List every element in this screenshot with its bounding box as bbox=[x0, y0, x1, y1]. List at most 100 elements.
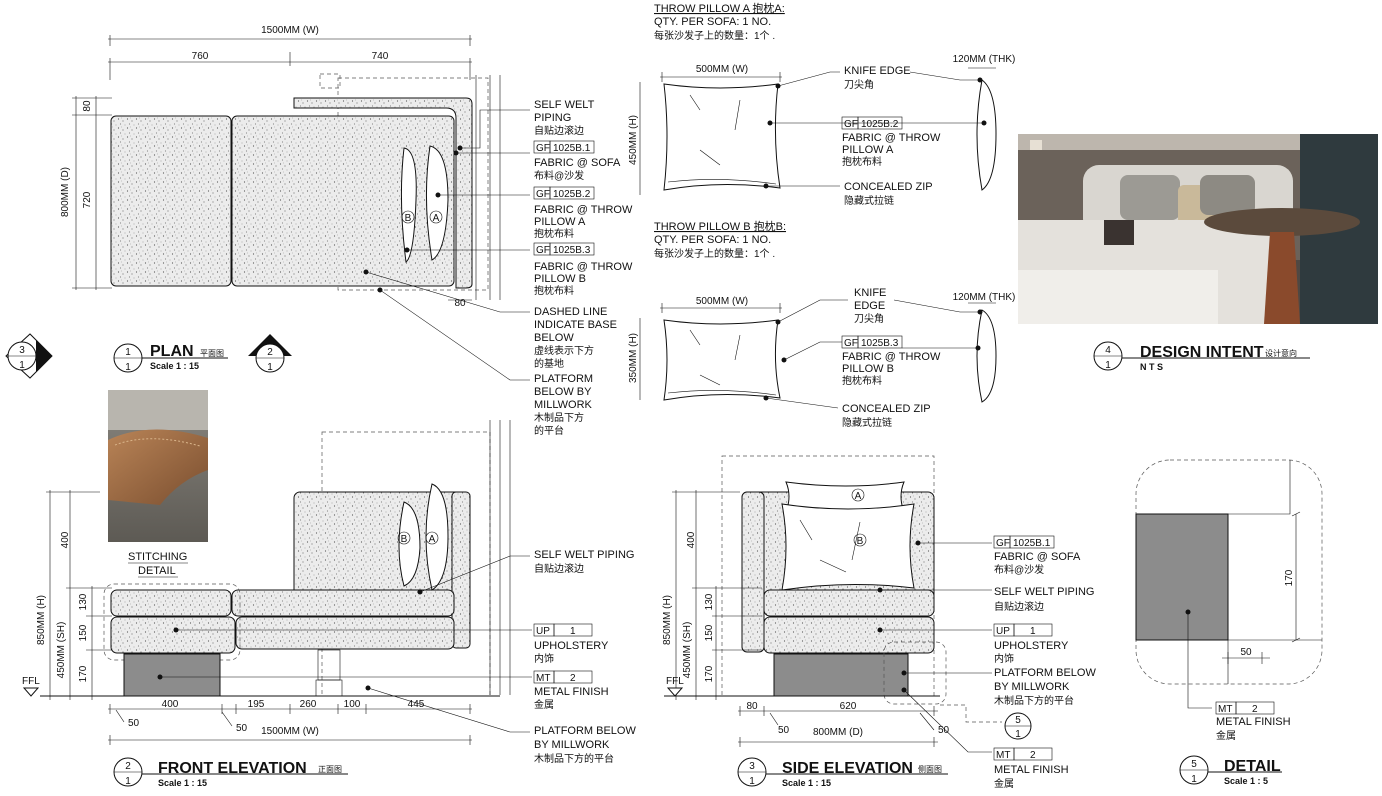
side-dim-400: 400 bbox=[686, 531, 697, 548]
pillow-a-fab-2: PILLOW A bbox=[842, 144, 894, 156]
front-up-tag: UP bbox=[536, 626, 550, 637]
pillow-a-detail: THROW PILLOW A 抱枕A: QTY. PER SOFA: 1 NO.… bbox=[628, 1, 1015, 207]
side-callout-top: 5 bbox=[1015, 715, 1021, 726]
side-dim-150: 150 bbox=[704, 624, 715, 641]
pillow-b-knife-2: EDGE bbox=[854, 300, 885, 312]
pillow-a-height: 450MM (H) bbox=[628, 115, 639, 165]
plan-fab-b-cn: 抱枕布料 bbox=[534, 284, 574, 297]
stitching-line2: DETAIL bbox=[138, 565, 176, 577]
side-pillow-a: A bbox=[855, 491, 862, 502]
side-bubble-top: 3 bbox=[749, 761, 755, 772]
side-dim-50b: 50 bbox=[938, 725, 950, 736]
side-dim-170: 170 bbox=[704, 665, 715, 682]
side-up: UPHOLSTERY bbox=[994, 640, 1069, 652]
pillow-a-knife-cn: 刀尖角 bbox=[844, 78, 874, 91]
plan-fab-a-tag: GF bbox=[536, 189, 550, 200]
side-plat-2: BY MILLWORK bbox=[994, 681, 1070, 693]
front-dim-150: 150 bbox=[78, 624, 89, 641]
plan-dim-seat: 720 bbox=[82, 191, 93, 208]
pillow-b-heading: THROW PILLOW B 抱枕B: bbox=[654, 219, 786, 233]
front-up: UPHOLSTERY bbox=[534, 640, 609, 652]
side-up-tag: UP bbox=[996, 626, 1010, 637]
plan-plat-cn2: 的平台 bbox=[534, 424, 564, 437]
pillow-b-thk: 120MM (THK) bbox=[953, 292, 1016, 303]
stitching-line1: STITCHING bbox=[128, 551, 187, 563]
pillow-a-zip-cn: 隐藏式拉链 bbox=[844, 194, 894, 207]
plan-title-block: 1 1 PLAN 平面图 Scale 1 : 15 bbox=[113, 343, 228, 373]
front-dim-bottom-2: 260 bbox=[300, 699, 317, 710]
side-title-block: 3 1 SIDE ELEVATION 侧面图 Scale 1 : 15 bbox=[737, 757, 948, 788]
front-mt: METAL FINISH bbox=[534, 686, 609, 698]
marker-left-top: 3 bbox=[19, 345, 25, 356]
plan-fab-a-cn: 抱枕布料 bbox=[534, 227, 574, 240]
pillow-b-fab-tag: GF bbox=[844, 338, 858, 349]
side-fab-tag: GF bbox=[996, 538, 1010, 549]
side-mt-tag: MT bbox=[996, 750, 1010, 761]
plan-dim-depth: 800MM (D) bbox=[60, 167, 71, 217]
plan-plat-3: MILLWORK bbox=[534, 399, 593, 411]
plan-fab-b-2: PILLOW B bbox=[534, 273, 586, 285]
front-pillow-b: B bbox=[401, 534, 408, 545]
plan-fab-a-1: FABRIC @ THROW bbox=[534, 204, 633, 216]
design-intent-bubble-bottom: 1 bbox=[1105, 360, 1111, 371]
pillow-a-fab-code: 1025B.2 bbox=[861, 119, 899, 130]
pillow-b-knife-1: KNIFE bbox=[854, 287, 886, 299]
plan-dashed-1: DASHED LINE bbox=[534, 306, 607, 318]
plan-dim-overall: 1500MM (W) bbox=[261, 25, 319, 36]
plan-bubble-bottom: 1 bbox=[125, 362, 131, 373]
front-mt-num: 2 bbox=[570, 673, 576, 684]
plan-dim-right: 740 bbox=[372, 51, 389, 62]
front-dim-450: 450MM (SH) bbox=[56, 622, 67, 679]
plan-section-marker-top: 2 1 bbox=[248, 334, 292, 373]
front-welt-cn: 自贴边滚边 bbox=[534, 562, 584, 575]
front-title: FRONT ELEVATION bbox=[158, 760, 307, 777]
pillow-b-qty: QTY. PER SOFA: 1 NO. bbox=[654, 234, 771, 246]
front-dim-bottom-4: 445 bbox=[408, 699, 425, 710]
pillow-b-detail: THROW PILLOW B 抱枕B: QTY. PER SOFA: 1 NO.… bbox=[628, 219, 1015, 429]
detail-title: DETAIL bbox=[1224, 758, 1281, 775]
plan-view: 1500MM (W) 760 740 800MM (D) 80 720 B A … bbox=[5, 25, 633, 437]
front-dim-50b: 50 bbox=[236, 723, 248, 734]
side-dim-450: 450MM (SH) bbox=[682, 622, 693, 679]
front-pillow-a: A bbox=[429, 534, 436, 545]
side-fab-cn: 布料@沙发 bbox=[994, 563, 1044, 576]
side-plat-1: PLATFORM BELOW bbox=[994, 667, 1096, 679]
plan-dashed-3: BELOW bbox=[534, 332, 574, 344]
plan-dashed-cn1: 虚线表示下方 bbox=[534, 344, 594, 357]
plan-dim-left: 760 bbox=[192, 51, 209, 62]
pillow-a-qty-cn: 每张沙发子上的数量：1个 . bbox=[654, 29, 775, 42]
plan-fab-b-tag: GF bbox=[536, 245, 550, 256]
plan-dim-gap: 80 bbox=[454, 298, 466, 309]
plan-welt-2: PIPING bbox=[534, 112, 571, 124]
pillow-a-width: 500MM (W) bbox=[696, 64, 748, 75]
plan-dashed-cn2: 的基地 bbox=[534, 357, 564, 370]
pillow-b-fab-2: PILLOW B bbox=[842, 363, 894, 375]
side-dim-620: 620 bbox=[840, 701, 857, 712]
front-elevation: B A 850MM (H) 450MM (SH) 400 130 150 170… bbox=[22, 420, 636, 788]
side-dim-850: 850MM (H) bbox=[662, 595, 673, 645]
detail-bubble-top: 5 bbox=[1191, 759, 1197, 770]
front-title-block: 2 1 FRONT ELEVATION 正面图 Scale 1 : 15 bbox=[113, 757, 348, 788]
side-leaders bbox=[877, 540, 1002, 753]
side-up-cn: 内饰 bbox=[994, 652, 1014, 665]
plan-welt-1: SELF WELT bbox=[534, 99, 595, 111]
plan-section-marker-left: 3 1 bbox=[5, 333, 53, 379]
plan-plat-1: PLATFORM bbox=[534, 373, 593, 385]
pillow-b-zip-cn: 隐藏式拉链 bbox=[842, 416, 892, 429]
side-dim-depth: 800MM (D) bbox=[813, 727, 863, 738]
pillow-a-knife: KNIFE EDGE bbox=[844, 65, 911, 77]
plan-leaders bbox=[363, 109, 530, 381]
plan-dim-back: 80 bbox=[82, 100, 93, 112]
pillow-a-zip: CONCEALED ZIP bbox=[844, 181, 933, 193]
front-dim-overall: 1500MM (W) bbox=[261, 726, 319, 737]
pillow-b-height: 350MM (H) bbox=[628, 333, 639, 383]
pillow-a-thk: 120MM (THK) bbox=[953, 54, 1016, 65]
design-intent-title-cn: 设计意向 bbox=[1265, 348, 1297, 358]
marker-right-top: 2 bbox=[267, 347, 273, 358]
design-intent-title-block: 4 1 DESIGN INTENT 设计意向 N T S bbox=[1093, 341, 1310, 372]
plan-fab-sofa-tag: GF bbox=[536, 143, 550, 154]
detail-dim-170: 170 bbox=[1284, 569, 1295, 586]
plan-fab-b-1: FABRIC @ THROW bbox=[534, 261, 633, 273]
side-mt-cn: 金属 bbox=[994, 777, 1014, 790]
